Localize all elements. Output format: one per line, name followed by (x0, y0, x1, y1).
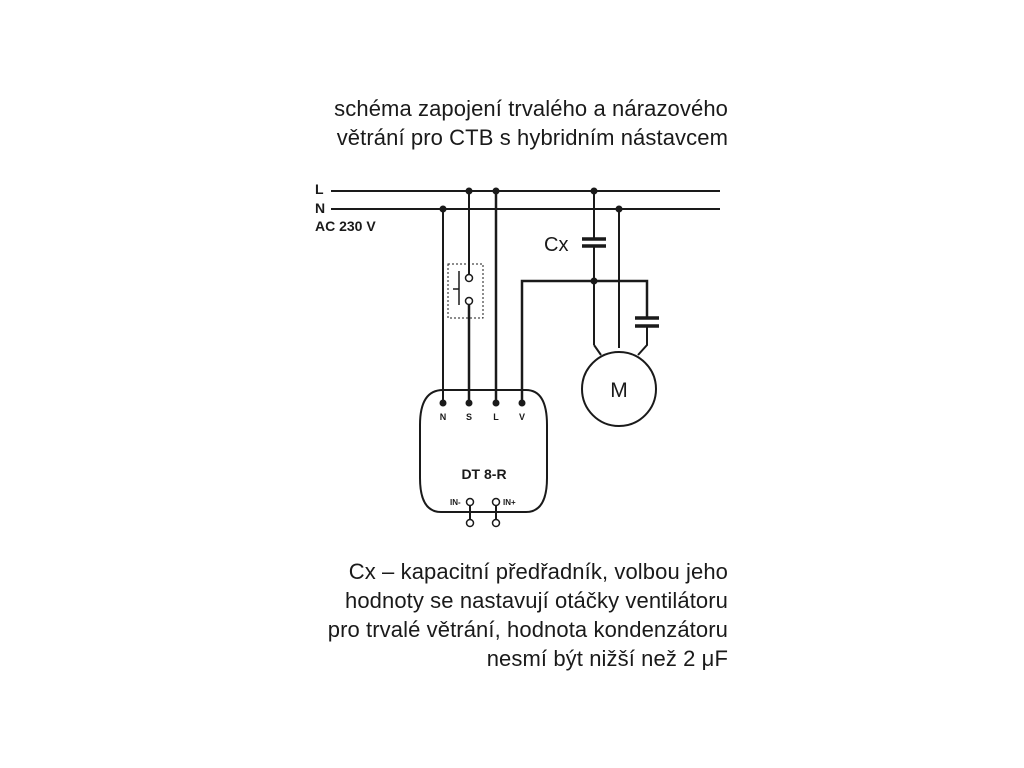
junction-n-motor (615, 205, 623, 213)
terminal-l-dot (492, 399, 500, 407)
supply-n-label: N (315, 200, 325, 216)
motor-label: M (610, 379, 628, 402)
switch-contact-top (464, 273, 474, 283)
terminal-s-dot (465, 399, 473, 407)
junction-l-switch (465, 187, 473, 195)
wire-motor-lead-1 (593, 344, 602, 356)
junction-l-cx (590, 187, 598, 195)
in-minus-label: IN- (450, 498, 461, 507)
diagram-title: schéma zapojení trvalého a nárazového vě… (334, 94, 728, 152)
terminal-n-dot (439, 399, 447, 407)
note-line-3: pro trvalé větrání, hodnota kondenzátoru (327, 617, 728, 642)
supply-voltage-label: AC 230 V (315, 218, 376, 234)
terminal-v-label: V (519, 412, 525, 422)
note-line-1: Cx – kapacitní předřadník, volbou jeho (348, 559, 728, 584)
wire-v-output (520, 279, 649, 403)
in-plus-terminal (491, 497, 501, 507)
note-line-4: nesmí být nižší než 2 μF (486, 646, 728, 671)
terminal-s-label: S (466, 412, 472, 422)
in-minus-terminal (465, 497, 475, 507)
note-line-2: hodnoty se nastavují otáčky ventilátoru (344, 588, 728, 613)
device-name-label: DT 8-R (461, 466, 506, 482)
supply-l-label: L (315, 181, 324, 197)
in-plus-end (491, 518, 501, 528)
switch-contact-bottom (464, 296, 474, 306)
terminal-n-label: N (440, 412, 447, 422)
junction-n-device (439, 205, 447, 213)
push-button-box (447, 263, 484, 319)
capacitor-note: Cx – kapacitní předřadník, volbou jeho h… (328, 557, 728, 673)
terminal-v-dot (518, 399, 526, 407)
wire-motor-cap-lead (637, 327, 648, 356)
motor-symbol (581, 351, 657, 427)
in-minus-end (465, 518, 475, 528)
terminal-l-label: L (493, 412, 499, 422)
junction-cx-v (590, 277, 598, 285)
capacitor-cx-label: Cx (544, 234, 568, 256)
in-plus-label: IN+ (503, 498, 516, 507)
junction-l-device (492, 187, 500, 195)
dt8r-device-body (419, 389, 548, 513)
title-line-2: větrání pro CTB s hybridním nástavcem (336, 125, 728, 150)
title-line-1: schéma zapojení trvalého a nárazového (334, 96, 728, 121)
